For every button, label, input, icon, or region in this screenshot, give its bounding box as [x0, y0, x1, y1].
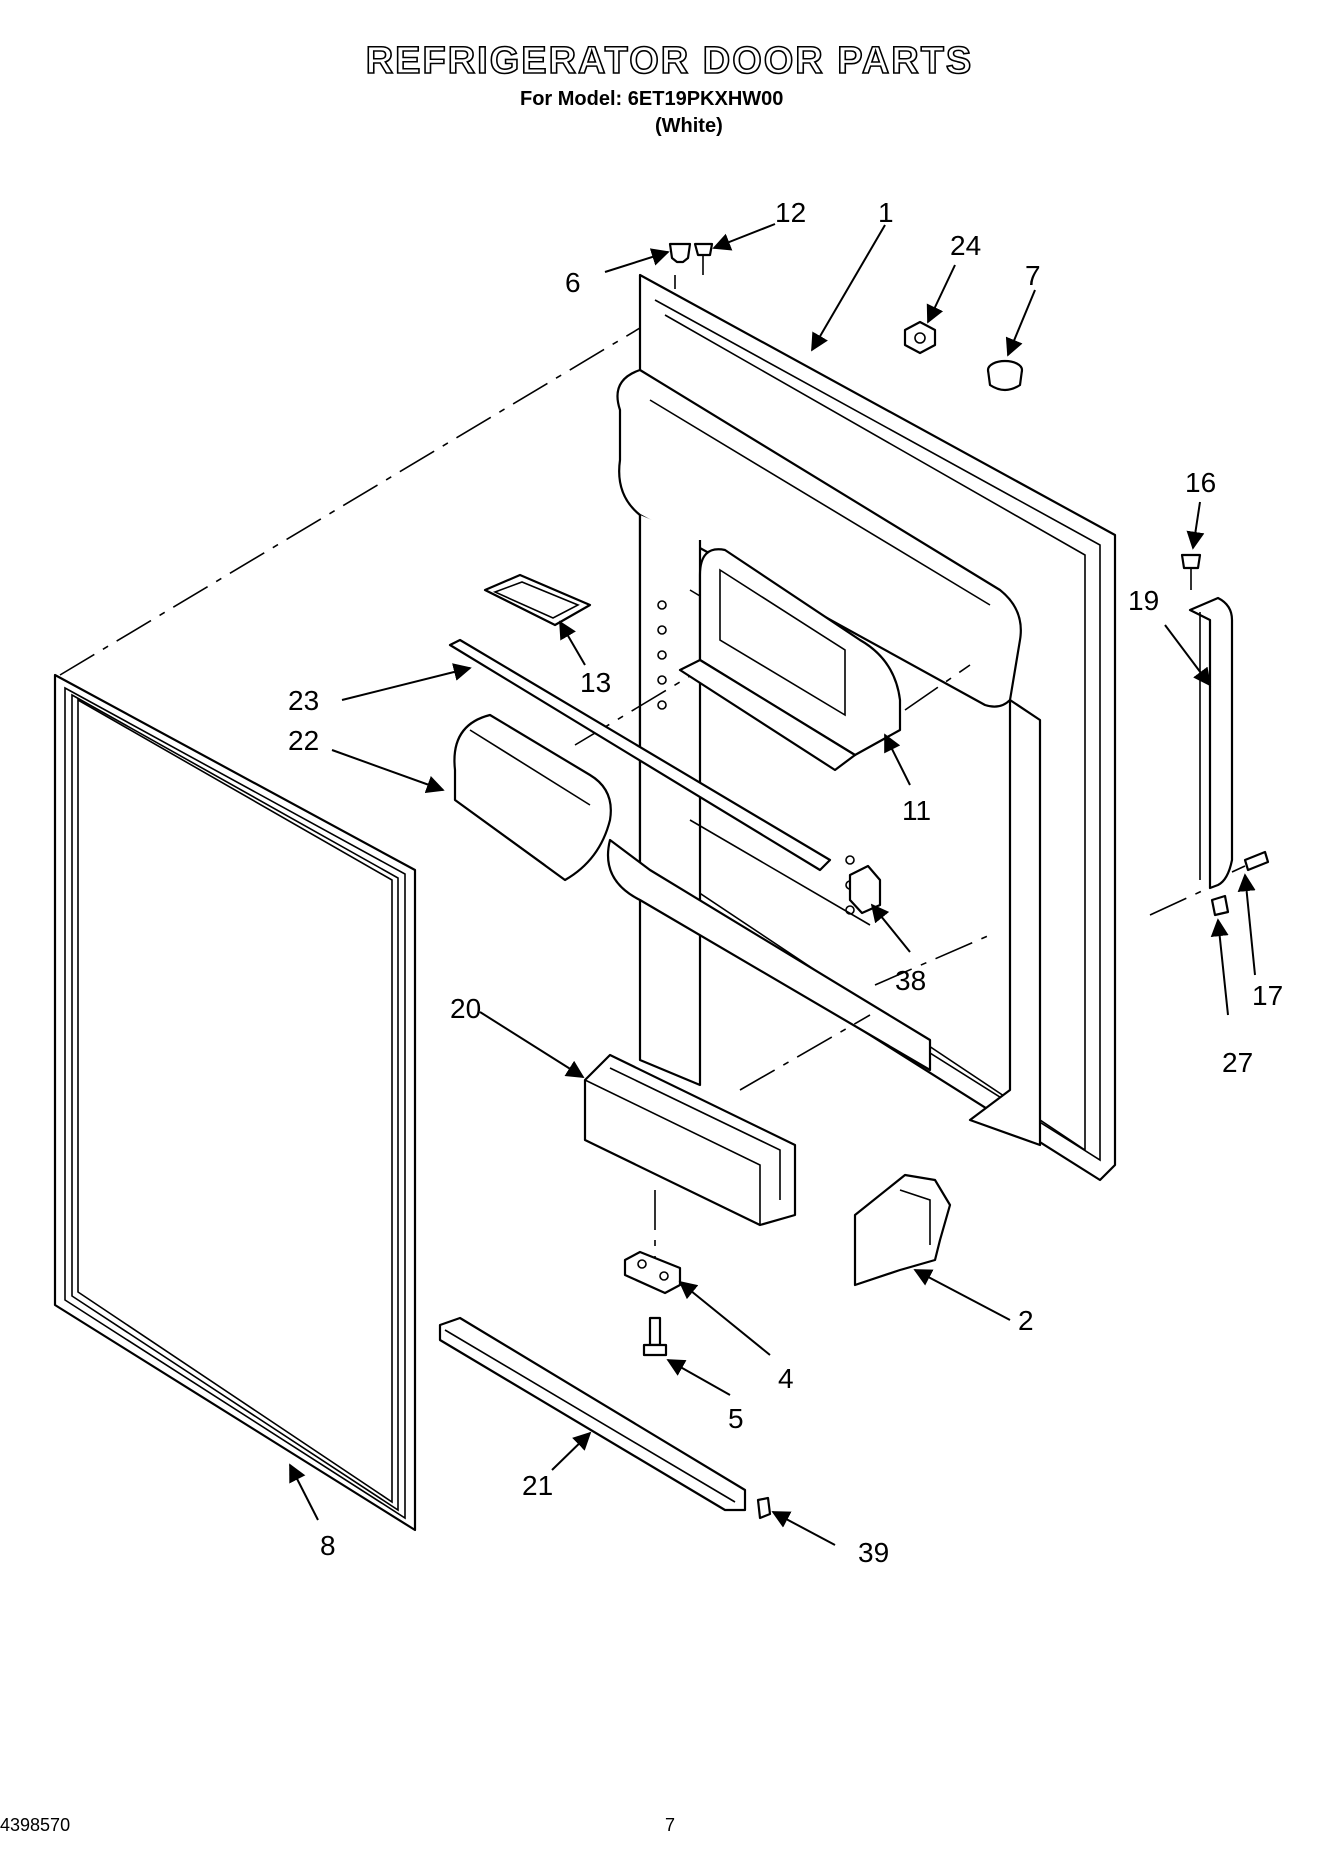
page-number: 7 — [665, 1815, 676, 1835]
callout-22: 22 — [288, 725, 319, 756]
hole-plug — [986, 359, 1024, 392]
callout-1: 1 — [878, 197, 894, 228]
callout-labels: 1 2 4 5 6 7 8 11 12 13 16 17 19 20 21 22… — [288, 197, 1283, 1568]
callout-27: 27 — [1222, 1047, 1253, 1078]
callout-4: 4 — [778, 1363, 794, 1394]
callout-11: 11 — [902, 795, 931, 826]
hinge-screw — [642, 1316, 668, 1357]
model-color: (White) — [655, 115, 723, 137]
leader-lines — [289, 223, 1256, 1546]
bottom-trim — [438, 1316, 747, 1512]
model-line: For Model: 6ET19PKXHW00 — [520, 88, 784, 110]
handle-screw-side — [1231, 850, 1270, 873]
callout-8: 8 — [320, 1530, 336, 1561]
callout-7: 7 — [1025, 260, 1041, 291]
shelf-retainer-bar — [448, 638, 832, 872]
door-bin — [583, 1053, 797, 1227]
handle-screw-top — [1180, 553, 1202, 590]
door-gasket — [53, 673, 417, 1532]
callout-21: 21 — [522, 1470, 553, 1501]
hex-nut — [903, 320, 937, 355]
dairy-door-piece — [483, 573, 592, 627]
document-number: 4398570 — [0, 1815, 71, 1835]
top-plug-and-screw — [668, 242, 714, 275]
callout-5: 5 — [728, 1403, 744, 1434]
callout-12: 12 — [775, 197, 806, 228]
callout-38: 38 — [895, 965, 926, 996]
callout-17: 17 — [1252, 980, 1283, 1011]
callout-19: 19 — [1128, 585, 1159, 616]
callout-39: 39 — [858, 1537, 889, 1568]
callout-6: 6 — [565, 267, 581, 298]
hinge-cover — [853, 1173, 952, 1287]
callout-23: 23 — [288, 685, 319, 716]
trim-clip — [756, 1496, 772, 1520]
can-rack — [453, 713, 612, 882]
callout-16: 16 — [1185, 467, 1216, 498]
callout-2: 2 — [1018, 1305, 1034, 1336]
diagram-title: REFRIGERATOR DOOR PARTS — [365, 39, 974, 83]
handle-plug — [1210, 894, 1230, 917]
callout-20: 20 — [450, 993, 481, 1024]
callout-24: 24 — [950, 230, 981, 261]
dairy-compartment — [678, 548, 902, 772]
door-handle — [1188, 596, 1234, 890]
hinge-plate — [623, 1250, 682, 1295]
callout-13: 13 — [580, 667, 611, 698]
